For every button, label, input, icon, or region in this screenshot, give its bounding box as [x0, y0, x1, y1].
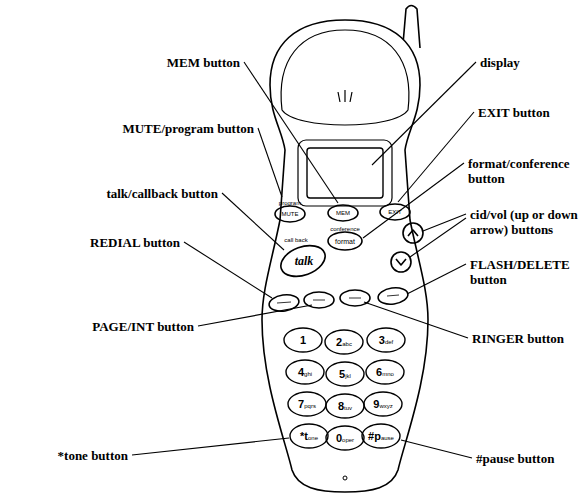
key-legend: 0oper	[336, 433, 354, 444]
key-legend: 3def	[379, 335, 393, 346]
earpiece-rim	[281, 30, 409, 125]
callout-label: REDIAL button	[90, 235, 180, 250]
key-legend: #pause	[368, 431, 394, 442]
ringer-button	[340, 290, 370, 306]
key-legend: 8tuv	[338, 401, 352, 412]
key-legend: 2abc	[336, 337, 352, 348]
callout-label: talk/callback button	[106, 186, 218, 201]
key-legend: 7pqrs	[298, 399, 316, 410]
key-legend: *tone	[300, 431, 318, 442]
key-legend: 1	[300, 335, 306, 346]
button-legend: format	[335, 238, 355, 245]
button-legend: MUTE	[282, 211, 299, 217]
callout-label: *tone button	[58, 448, 128, 463]
callout-label: RINGER button	[472, 331, 580, 346]
format-button	[328, 232, 362, 250]
key-legend: 6mno	[376, 367, 394, 378]
flash-button	[377, 286, 409, 306]
callout-label: PAGE/INT button	[92, 319, 194, 334]
up-arrow-button	[403, 223, 423, 243]
down-arrow	[396, 259, 406, 265]
function-button-marks	[277, 295, 399, 303]
key-legend: 4ghi	[298, 367, 312, 378]
callout-label: MEM button	[167, 55, 240, 70]
button-legend: conference	[330, 226, 360, 232]
button-legend: EXIT	[388, 209, 401, 215]
callout-label: EXIT button	[478, 105, 582, 120]
callout-label: format/conference button	[468, 156, 582, 186]
speaker-slits	[338, 90, 352, 102]
up-arrow	[408, 230, 418, 236]
handset-body	[262, 20, 428, 492]
display-bezel	[298, 140, 392, 206]
button-legend: MEM	[336, 210, 350, 216]
callout-label: #pause button	[476, 451, 580, 466]
key-legend: 5jkl	[339, 369, 351, 380]
callout-label: FLASH/DELETE button	[470, 257, 582, 287]
mute-button	[275, 206, 305, 222]
button-legend: program	[279, 200, 301, 206]
down-arrow-button	[391, 252, 411, 272]
callout-label: display	[480, 55, 580, 70]
mem-button	[328, 205, 358, 221]
button-legend: talk	[295, 255, 314, 267]
microphone-hole	[343, 476, 347, 480]
button-legend: call back	[284, 237, 307, 243]
callout-label: MUTE/program button	[122, 121, 254, 136]
key-legend: 9wxyz	[373, 399, 392, 410]
keypad-keys	[284, 328, 405, 450]
talk-button	[277, 240, 330, 282]
callout-label: cid/vol (up or down arrow) buttons	[470, 207, 582, 237]
